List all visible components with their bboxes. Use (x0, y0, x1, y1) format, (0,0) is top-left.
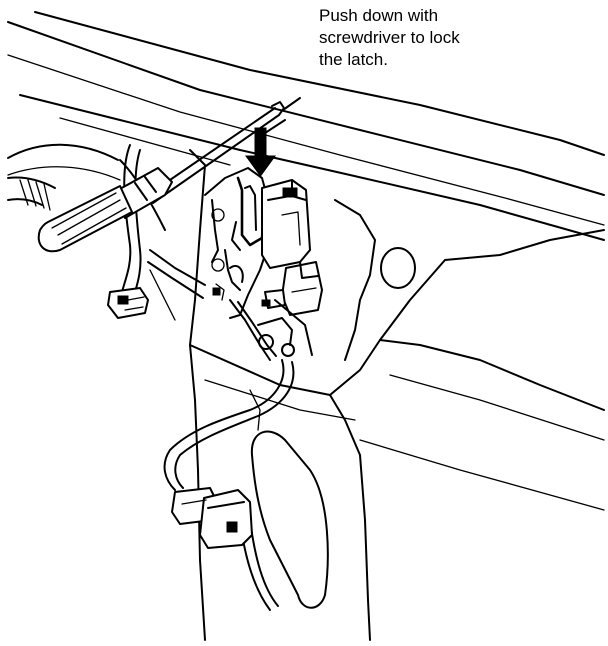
panel-hole (380, 247, 416, 289)
latch-cable-connector (261, 261, 323, 316)
screwdriver-icon (37, 101, 285, 253)
panel-slot (250, 430, 329, 609)
release-cable (212, 283, 313, 361)
instruction-callout: Push down with screwdriver to lock the l… (319, 5, 604, 71)
latch-hook (231, 176, 267, 251)
down-arrow-icon (245, 127, 276, 177)
lower-connector (171, 487, 253, 549)
callout-line-3: the latch. (319, 50, 388, 69)
callout-line-1: Push down with (319, 6, 439, 25)
small-connector (107, 287, 149, 319)
latch-housing (261, 179, 311, 269)
upper-wire-harness (121, 144, 206, 299)
callout-leader (261, 97, 301, 136)
callout-line-2: screwdriver to lock (319, 28, 460, 47)
body-panel-lines (7, 11, 605, 241)
lower-wire-harness (163, 359, 295, 611)
hand-outline (7, 176, 56, 211)
bulkhead-panel (189, 149, 605, 641)
